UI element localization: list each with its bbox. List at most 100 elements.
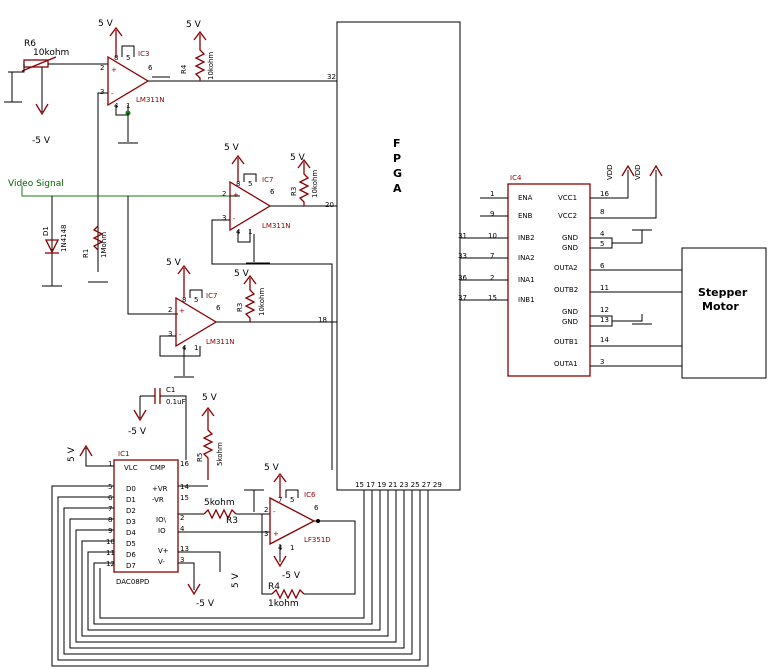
vdd-label-1: VDD [606,164,614,180]
svg-text:2: 2 [222,190,226,198]
svg-text:3: 3 [600,358,604,366]
svg-text:15: 15 [488,294,497,302]
svg-text:6: 6 [216,304,221,312]
svg-text:8: 8 [182,296,186,304]
vdd-label-2: VDD [634,164,642,180]
svg-text:-: - [273,508,276,516]
svg-text:GND: GND [562,234,578,242]
svg-text:2: 2 [264,506,268,514]
svg-text:-: - [233,215,236,223]
svg-text:R4: R4 [268,582,280,592]
svg-text:5: 5 [194,296,198,304]
fpga-pin-20: 20 [325,201,334,209]
svg-text:D1: D1 [126,496,136,504]
svg-text:1kohm: 1kohm [268,599,299,609]
svg-text:10kohm: 10kohm [258,288,266,316]
svg-text:D0: D0 [126,485,136,493]
svg-text:5kohm: 5kohm [204,498,235,508]
svg-text:D2: D2 [126,507,136,515]
svg-text:15: 15 [180,494,189,502]
dac-data-bus [51,485,429,667]
svg-text:R3: R3 [290,187,298,196]
fpga-letter-p: P [393,152,401,165]
svg-text:8: 8 [236,180,240,188]
svg-text:5 V: 5 V [67,446,77,462]
svg-text:5 V: 5 V [186,20,202,30]
svg-text:LM311N: LM311N [262,222,291,230]
svg-text:OUTB2: OUTB2 [554,286,578,294]
svg-text:10: 10 [488,232,497,240]
svg-text:R5: R5 [196,453,204,462]
svg-text:7: 7 [108,505,112,513]
svg-text:5: 5 [290,496,294,504]
svg-text:1: 1 [490,190,494,198]
ic3-comparator: + - IC3 LM311N 8 2 3 4 1 6 5 [100,50,165,110]
svg-text:13: 13 [180,545,189,553]
svg-text:OUTB1: OUTB1 [554,338,578,346]
r3-resistor-middle: 5 V R3 10kohm [290,153,319,206]
svg-text:5: 5 [108,483,112,491]
svg-text:+: + [179,307,185,315]
svg-text:LM311N: LM311N [206,338,235,346]
stepper-motor: Stepper Motor [681,247,767,379]
svg-text:INB1: INB1 [518,296,535,304]
svg-text:-: - [179,331,182,339]
ic7-comparator-lower: + - IC7 LM311N 8 2 3 4 1 6 5 [168,292,235,352]
svg-text:VCC2: VCC2 [558,212,577,220]
svg-text:14: 14 [600,336,609,344]
svg-text:5 V: 5 V [166,258,182,268]
svg-text:5 V: 5 V [234,269,250,279]
svg-text:5 V: 5 V [290,153,306,163]
svg-text:8: 8 [114,54,118,62]
fpga-letter-a: A [393,182,402,195]
svg-text:10kohm: 10kohm [311,170,319,198]
r6-neg-supply-label: -5 V [32,136,51,146]
svg-text:1N4148: 1N4148 [60,224,68,252]
svg-text:10kohm: 10kohm [33,48,69,58]
svg-text:6: 6 [148,64,153,72]
svg-text:GND: GND [562,318,578,326]
r5-resistor: 5 V R5 5kohm [196,393,224,480]
svg-text:4: 4 [180,525,185,533]
svg-text:12: 12 [600,306,609,314]
svg-text:ENB: ENB [518,212,533,220]
svg-text:3: 3 [100,88,104,96]
d1-diode: D1 1N4148 [42,224,68,254]
svg-text:ENA: ENA [518,194,533,202]
svg-text:DAC08PD: DAC08PD [116,578,149,586]
svg-text:5: 5 [126,54,130,62]
ic4-stepper-driver: IC4 ENA ENB INB2 INA2 INA1 INB1 1 9 10 7… [488,174,609,377]
svg-text:OUTA2: OUTA2 [554,264,578,272]
svg-text:1: 1 [194,344,198,352]
svg-text:INA1: INA1 [518,276,535,284]
r4-resistor-1k: R4 1kohm [268,582,305,609]
svg-text:R6: R6 [24,39,36,49]
svg-text:-5 V: -5 V [128,427,147,437]
svg-text:2: 2 [180,514,184,522]
fpga-pin-37: 37 [458,294,467,302]
svg-text:16: 16 [180,460,189,468]
svg-text:6: 6 [108,494,113,502]
svg-text:2: 2 [100,64,104,72]
r4-resistor-top: 5 V R4 10kohm [180,20,215,81]
svg-text:12: 12 [106,560,115,568]
fpga-pin-32: 32 [327,73,336,81]
svg-text:-5 V: -5 V [196,599,215,609]
r6-potentiometer: R6 10kohm [21,39,69,72]
svg-text:IC1: IC1 [118,450,129,458]
svg-text:5 V: 5 V [264,463,280,473]
svg-text:8: 8 [108,516,112,524]
svg-text:VCC1: VCC1 [558,194,577,202]
svg-text:INB2: INB2 [518,234,535,242]
fpga-pin-31: 31 [458,232,467,240]
svg-text:1: 1 [290,544,294,552]
fpga-pin-18: 18 [318,316,327,324]
svg-text:5 V: 5 V [231,572,241,588]
svg-text:9: 9 [490,210,494,218]
svg-text:7: 7 [278,496,282,504]
ic3-supply-label: 5 V [98,19,114,29]
svg-text:6: 6 [600,262,605,270]
svg-text:V+: V+ [158,547,169,555]
